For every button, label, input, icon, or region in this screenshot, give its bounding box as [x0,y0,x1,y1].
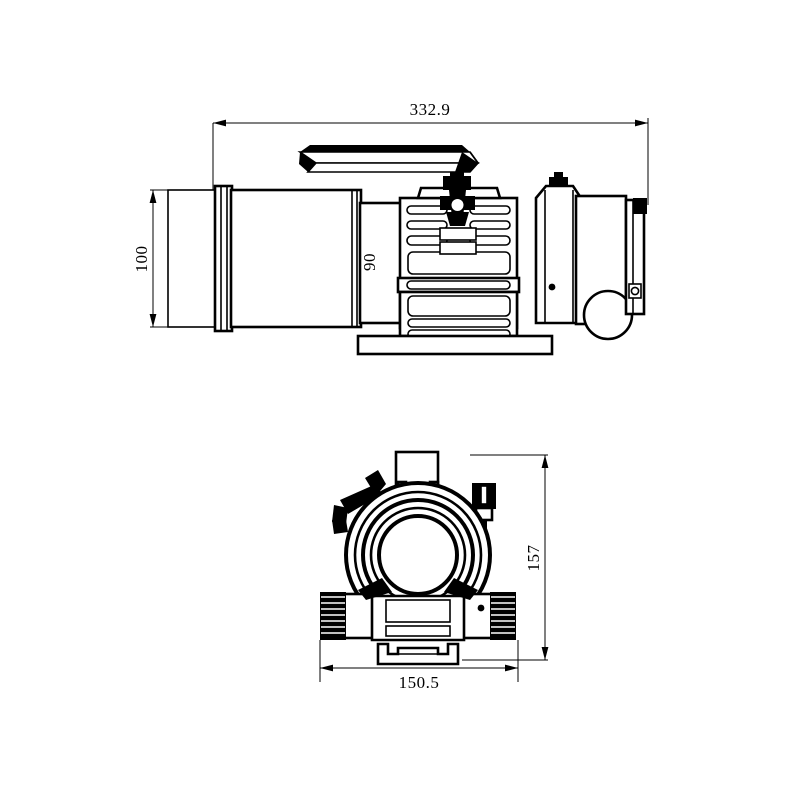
rear-end-plate [624,198,647,316]
tube-rear-section [358,201,404,325]
dimension-overall-length [212,118,649,205]
side-elevation-view [167,145,647,356]
focuser-body-front [358,578,478,642]
focuser-housing [534,172,583,325]
mounting-foot-plate [356,334,554,356]
main-tube [229,188,363,329]
dovetail-rail [297,145,480,173]
dimension-overall-width [319,640,519,682]
clamp-lever [332,470,386,534]
dew-shield [167,184,234,333]
dimension-overall-height [462,454,549,661]
mounting-bracket-front [376,642,460,666]
upper-ring-slots [406,205,511,275]
dimension-text-overall-width: 150.5 [399,673,440,692]
rear-barrel [574,194,634,341]
lower-ring-slots [407,295,511,339]
dimension-text-tube-diameter: 90 [360,253,379,271]
dimension-text-overall-height: 157 [524,545,543,572]
focus-knob-left [320,592,378,640]
ring-top-clamp [416,170,502,255]
front-elevation-view [320,450,516,666]
ring-and-focuser-assembly [396,170,521,339]
dimension-text-dew-shield-diameter: 100 [132,246,151,273]
focus-knob-right [458,592,516,640]
dimension-text-overall-length: 332.9 [410,100,451,119]
